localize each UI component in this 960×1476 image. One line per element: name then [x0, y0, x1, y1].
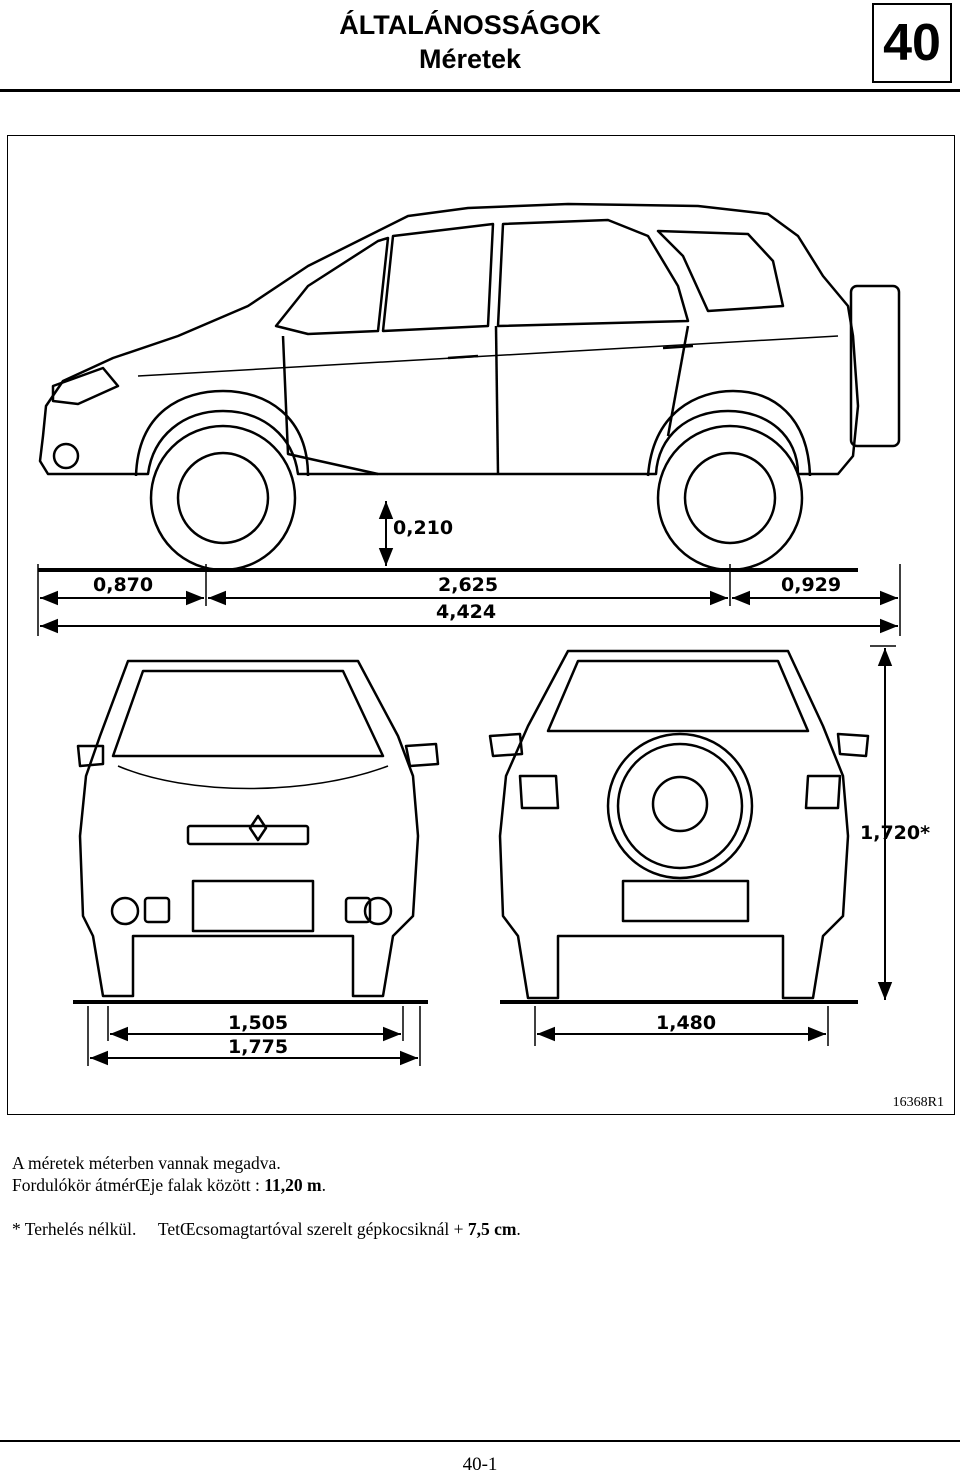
- wheelbase-label: 2,625: [438, 574, 498, 596]
- unladen-text: * Terhelés nélkül. TetŒcsomagtartóval sz…: [12, 1219, 468, 1239]
- rear-view: [488, 649, 870, 1000]
- section-subtitle: Méretek: [418, 44, 522, 74]
- dimensions-figure: 0,210 0,870 2,625 0,929 4,424: [7, 135, 955, 1115]
- rear-dimensions: [534, 645, 896, 1046]
- chapter-number: 40: [872, 3, 952, 83]
- height-label: 1,720*: [860, 822, 930, 844]
- side-wheels: [149, 424, 804, 572]
- ground-clearance-label: 0,210: [393, 517, 453, 539]
- rear-track-label: 1,480: [656, 1012, 716, 1034]
- unladen-suffix: .: [516, 1219, 521, 1239]
- side-dimensions: [37, 501, 901, 636]
- side-view: [38, 202, 901, 477]
- page-header: ÁLTALÁNOSSÁGOK Méretek: [300, 8, 640, 76]
- turning-circle-note: Fordulókör átmérŒje falak között : 11,20…: [12, 1174, 521, 1196]
- turning-circle-value: 11,20 m: [264, 1175, 322, 1195]
- notes: A méretek méterben vannak megadva. Fordu…: [12, 1152, 521, 1240]
- unladen-note: * Terhelés nélkül. TetŒcsomagtartóval sz…: [12, 1218, 521, 1240]
- front-dimensions: [87, 1006, 421, 1066]
- header-rule: [0, 89, 960, 92]
- overall-length-label: 4,424: [436, 601, 496, 623]
- front-track-label: 1,505: [228, 1012, 288, 1034]
- page-number: 40-1: [462, 1454, 498, 1475]
- front-view: [76, 659, 440, 998]
- units-note: A méretek méterben vannak megadva.: [12, 1153, 281, 1173]
- section-title: ÁLTALÁNOSSÁGOK: [339, 10, 601, 40]
- front-overhang-label: 0,870: [93, 574, 153, 596]
- rear-overhang-label: 0,929: [781, 574, 841, 596]
- overall-width-label: 1,775: [228, 1036, 288, 1058]
- turning-circle-suffix: .: [321, 1175, 326, 1195]
- turning-circle-text: Fordulókör átmérŒje falak között :: [12, 1175, 265, 1195]
- footer-rule: [0, 1440, 960, 1442]
- vehicle-drawing: 0,210 0,870 2,625 0,929 4,424: [37, 202, 930, 1066]
- figure-reference: 16368R1: [892, 1095, 944, 1110]
- roof-rack-value: 7,5 cm: [467, 1219, 517, 1239]
